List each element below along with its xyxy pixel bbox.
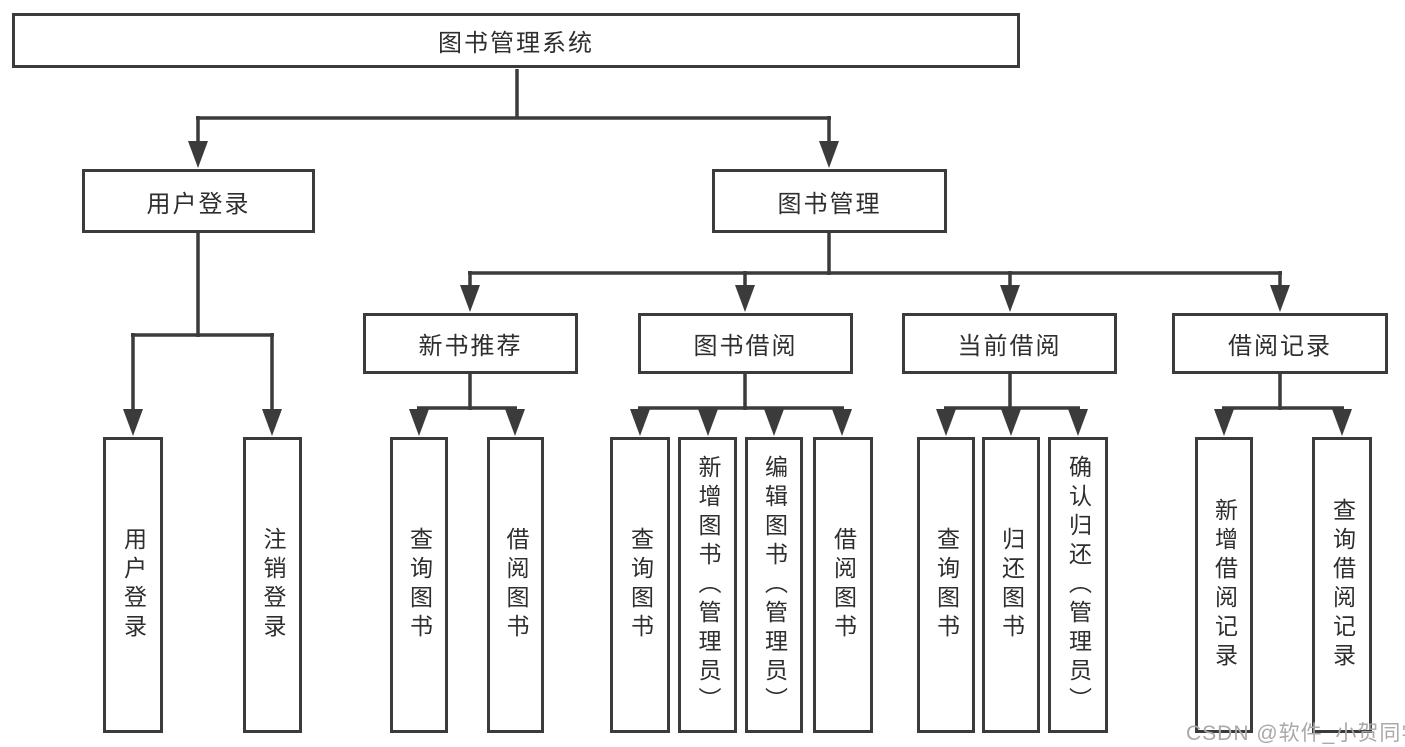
node-borrowing-records: 借阅记录 xyxy=(1172,313,1388,374)
csdn-watermark: CSDN @软件_小贺同学 xyxy=(1186,722,1405,745)
leaf-borrow-books: 借阅图书 xyxy=(487,437,544,733)
leaf-query-books: 查询图书 xyxy=(917,437,975,733)
node-label: 查询图书 xyxy=(933,527,960,643)
arrow-icon xyxy=(698,409,718,436)
node-label: 查询图书 xyxy=(406,527,433,643)
node-label: 用户登录 xyxy=(146,190,251,218)
node-current-borrowing: 当前借阅 xyxy=(902,313,1117,374)
arrow-icon xyxy=(1214,409,1234,436)
arrow-icon xyxy=(409,409,429,436)
leaf-logout: 注销登录 xyxy=(243,437,302,733)
connector-mgmt-to-level3 xyxy=(468,233,1282,294)
arrow-icon xyxy=(630,409,650,436)
node-system-root: 图书管理系统 xyxy=(12,13,1020,68)
leaf-edit-books-admin: 编辑图书（管理员） xyxy=(745,437,803,733)
node-label: 查询图书 xyxy=(627,527,654,643)
leaf-user-login: 用户登录 xyxy=(103,437,163,733)
node-label: 用户登录 xyxy=(120,527,147,643)
node-book-borrowing: 图书借阅 xyxy=(638,313,853,374)
leaf-confirm-return-admin: 确认归还（管理员） xyxy=(1048,437,1108,733)
leaf-borrow-books: 借阅图书 xyxy=(813,437,873,733)
leaf-return-books: 归还图书 xyxy=(982,437,1040,733)
arrow-icon xyxy=(188,141,208,168)
arrow-icon xyxy=(1270,285,1290,312)
connector-recommend-to-leaves xyxy=(417,374,517,416)
arrow-icon xyxy=(1000,285,1020,312)
leaf-query-books: 查询图书 xyxy=(610,437,670,733)
connector-current-to-leaves xyxy=(944,374,1080,416)
arrow-icon xyxy=(764,409,784,436)
leaf-add-borrow-record: 新增借阅记录 xyxy=(1195,437,1253,733)
arrow-icon xyxy=(505,409,525,436)
arrow-icon xyxy=(123,409,143,436)
arrow-icon xyxy=(460,285,480,312)
arrow-icon xyxy=(1001,409,1021,436)
node-label: 借阅图书 xyxy=(503,527,529,643)
node-label: 当前借阅 xyxy=(957,333,1062,360)
node-label: 归还图书 xyxy=(998,527,1025,643)
node-label: 借阅记录 xyxy=(1228,333,1332,360)
node-label: 图书管理 xyxy=(777,190,882,218)
node-label: 借阅图书 xyxy=(830,527,857,643)
leaf-query-books: 查询图书 xyxy=(390,437,448,733)
node-label: 确认归还（管理员） xyxy=(1065,454,1092,716)
node-label: 注销登录 xyxy=(260,527,286,643)
arrow-icon xyxy=(936,409,956,436)
node-label: 新增借阅记录 xyxy=(1211,498,1238,672)
arrow-icon xyxy=(832,409,852,436)
connector-records-to-leaves xyxy=(1222,374,1344,416)
arrow-icon xyxy=(735,285,755,312)
node-label: 图书借阅 xyxy=(693,333,798,360)
node-new-book-recommend: 新书推荐 xyxy=(363,313,578,374)
node-user-login: 用户登录 xyxy=(82,169,315,233)
node-label: 编辑图书（管理员） xyxy=(761,454,788,716)
node-label: 图书管理系统 xyxy=(438,30,594,57)
node-book-management: 图书管理 xyxy=(712,169,947,233)
arrow-icon xyxy=(1068,409,1088,436)
node-label: 新书推荐 xyxy=(418,333,523,360)
leaf-query-borrow-record: 查询借阅记录 xyxy=(1312,437,1372,733)
arrow-icon xyxy=(819,141,839,168)
connector-login-to-leaves xyxy=(131,233,274,418)
node-label: 查询借阅记录 xyxy=(1329,498,1356,672)
node-label: 新增图书（管理员） xyxy=(695,454,721,716)
leaf-add-books-admin: 新增图书（管理员） xyxy=(678,437,737,733)
arrow-icon xyxy=(262,409,282,436)
connector-root-to-level2 xyxy=(196,69,831,148)
connector-borrowing-to-leaves xyxy=(638,374,844,416)
arrow-icon xyxy=(1332,409,1352,436)
